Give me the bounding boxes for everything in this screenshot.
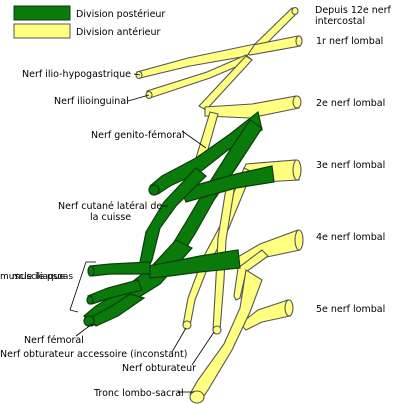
root-end-l4: [294, 229, 304, 251]
label-muscle-iliaque: muscle iliaque: [0, 272, 65, 282]
label-nerf-lombal-2: 2e nerf lombal: [316, 98, 385, 109]
root-end-t12: [291, 6, 299, 16]
legend-label-anterior: Division antérieur: [76, 27, 160, 38]
cut-end-obturateur: [212, 325, 222, 335]
leader-lines: [69, 73, 215, 393]
nerve-femoral-lower: [89, 293, 146, 327]
labels: Depuis 12e nerf intercostal 1r nerf lomb…: [0, 5, 392, 399]
cut-end-obturateur-accessoire: [182, 320, 192, 330]
label-nerf-lombal-3: 3e nerf lombal: [316, 160, 385, 171]
leader-obturateur: [191, 331, 215, 366]
label-muscle-psoas: muscle psoas: [12, 272, 73, 282]
label-nerf-femoral: Nerf fémoral: [24, 335, 84, 346]
nerve-l4-lumbosacral: [233, 249, 269, 301]
cut-end-genito-femoral: [148, 184, 160, 196]
label-obturateur-accessoire: Nerf obturateur accessoire (inconstant): [0, 349, 187, 360]
label-nerf-lombal-4: 4e nerf lombal: [316, 232, 385, 243]
nerve-tronc-lombo-sacral: [189, 269, 263, 403]
nerve-twig-psoas: [89, 261, 151, 277]
label-cutane-line1: Nerf cutané latéral de: [58, 201, 162, 212]
cut-end-femoral: [83, 315, 95, 327]
legend-label-posterior: Division postérieur: [76, 9, 165, 20]
label-nerf-obturateur: Nerf obturateur: [122, 363, 196, 374]
root-end-l1: [295, 35, 303, 47]
root-end-l3: [292, 159, 302, 181]
legend-swatch-anterior: [13, 23, 71, 39]
label-ilioinguinal: Nerf ilioinguinal: [54, 96, 129, 107]
legend: Division postérieur Division antérieur: [13, 5, 165, 39]
leader-nerf-femoral: [75, 323, 93, 337]
posterior-division: [83, 110, 275, 327]
nerve-root-l2: [204, 95, 300, 119]
root-end-l5: [284, 299, 294, 317]
label-nerf-lombal-5: 5e nerf lombal: [316, 304, 385, 315]
leader-ilio-hypogastrique: [133, 73, 141, 76]
leader-obturateur-accessoire: [171, 327, 187, 353]
leader-ilioinguinal: [127, 94, 150, 102]
anterior-division: [135, 6, 304, 404]
nerve-l3-posterior: [181, 165, 275, 203]
label-nerf-lombal-1: 1r nerf lombal: [316, 36, 383, 47]
nerve-l4-posterior: [147, 249, 241, 279]
cut-end-iliaque-twig: [86, 295, 94, 305]
leader-muscle-bracket: [69, 261, 96, 313]
label-depuis-12e-line1: Depuis 12e nerf: [315, 5, 392, 16]
label-depuis-12e-line2: intercostal: [315, 16, 365, 27]
label-tronc-lombo-sacral: Tronc lombo-sacral: [93, 388, 184, 399]
leader-genito-femoral: [181, 130, 207, 149]
label-genito-femoral: Nerf genito-fémoral: [91, 130, 185, 141]
label-ilio-hypogastrique: Nerf ilio-hypogastrique: [22, 69, 131, 80]
legend-swatch-posterior: [13, 5, 71, 21]
cut-end-psoas-twig: [87, 265, 95, 277]
root-end-l2: [292, 95, 302, 109]
label-cutane-line2: la cuisse: [90, 212, 131, 223]
cut-end-tronc-lombo-sacral: [189, 390, 205, 404]
